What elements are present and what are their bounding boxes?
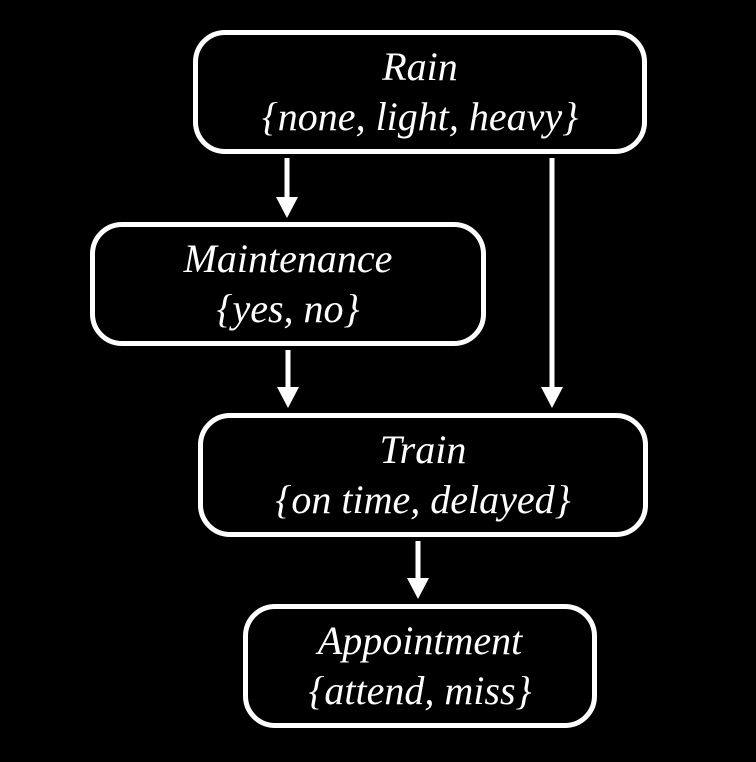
node-appointment: Appointment {attend, miss} [243, 604, 597, 728]
node-train: Train {on time, delayed} [198, 413, 648, 537]
node-maintenance-states: {yes, no} [216, 286, 360, 331]
edge-rain-to-maintenance-arrow [276, 158, 298, 218]
edge-rain-to-train-arrow [541, 158, 563, 408]
node-rain-label: Rain [382, 44, 458, 89]
node-train-states: {on time, delayed} [275, 477, 571, 522]
node-maintenance-label: Maintenance [183, 236, 393, 281]
edge-train-to-appointment-arrow [407, 541, 429, 599]
node-appointment-states: {attend, miss} [308, 668, 532, 713]
node-rain-states: {none, light, heavy} [261, 94, 579, 139]
node-train-label: Train [379, 427, 467, 472]
edge-maintenance-to-train-arrow [277, 350, 299, 408]
node-appointment-label: Appointment [317, 618, 523, 663]
node-maintenance: Maintenance {yes, no} [90, 222, 486, 346]
node-rain: Rain {none, light, heavy} [193, 30, 647, 154]
